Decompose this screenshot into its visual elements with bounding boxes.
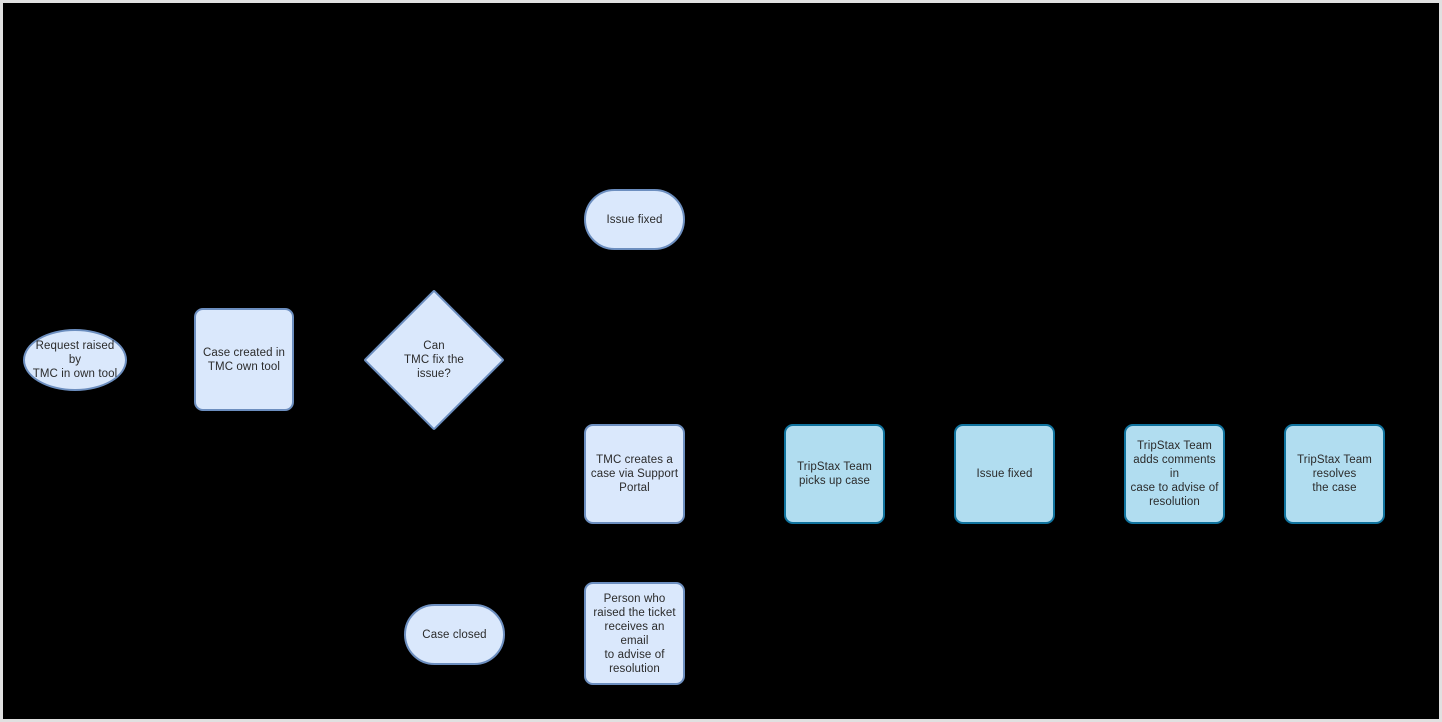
node-tmc-creates-case[interactable]: TMC creates a case via Support Portal (584, 424, 685, 524)
node-label-tmc-creates-case: TMC creates a case via Support Portal (590, 454, 679, 494)
node-label-tripstax-adds-comments: TripStax Team adds comments in case to a… (1130, 440, 1219, 508)
node-issue-fixed-mid[interactable]: Issue fixed (954, 424, 1055, 524)
node-can-tmc-fix[interactable]: Can TMC fix the issue? (363, 289, 505, 431)
node-label-request-raised: Request raised by TMC in own tool (32, 340, 118, 380)
node-case-closed[interactable]: Case closed (404, 604, 505, 665)
node-tripstax-picks-up[interactable]: TripStax Team picks up case (784, 424, 885, 524)
node-label-case-closed: Case closed (422, 628, 487, 641)
node-issue-fixed-top[interactable]: Issue fixed (584, 189, 685, 250)
node-label-issue-fixed-top: Issue fixed (606, 213, 663, 226)
node-label-issue-fixed-mid: Issue fixed (976, 468, 1033, 480)
node-tripstax-adds-comments[interactable]: TripStax Team adds comments in case to a… (1124, 424, 1225, 524)
diagram-canvas[interactable]: Request raised by TMC in own tool Case cr… (3, 3, 1439, 719)
node-label-tripstax-resolves: TripStax Team resolves the case (1297, 454, 1372, 494)
node-tripstax-resolves[interactable]: TripStax Team resolves the case (1284, 424, 1385, 524)
node-label-case-created: Case created in TMC own tool (202, 346, 286, 373)
node-request-raised[interactable]: Request raised by TMC in own tool (23, 329, 127, 391)
node-label-can-tmc-fix: Can TMC fix the issue? (404, 340, 464, 380)
node-label-tripstax-picks-up: TripStax Team picks up case (797, 461, 872, 487)
node-person-email[interactable]: Person who raised the ticket receives an… (584, 582, 685, 685)
node-case-created[interactable]: Case created in TMC own tool (194, 308, 294, 411)
node-label-person-email: Person who raised the ticket receives an… (593, 592, 676, 675)
